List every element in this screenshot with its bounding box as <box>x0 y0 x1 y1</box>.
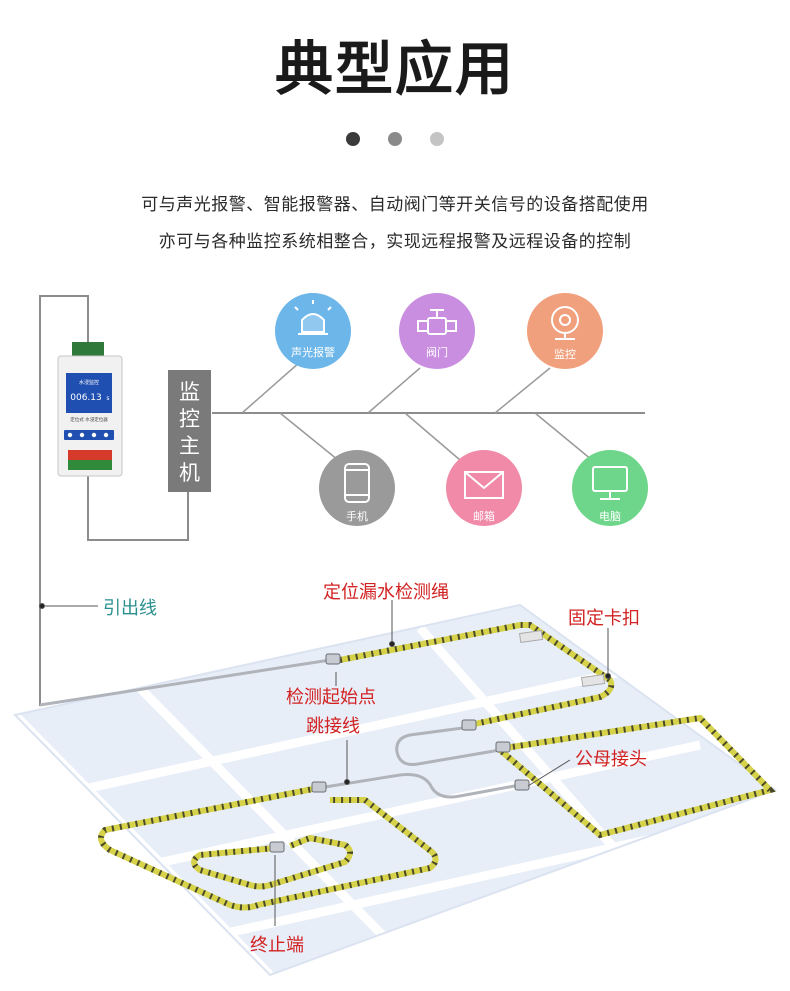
page-title: 典型应用 <box>274 35 515 103</box>
leak-controller-device: 水浸监控 006.13 s 定位式 水浸定位器 <box>57 342 123 477</box>
floor-tiles <box>11 603 778 979</box>
label-sensing-rope: 定位漏水检测绳 <box>323 582 449 603</box>
device-screen <box>66 373 112 413</box>
annotation-leaders <box>39 600 611 926</box>
output-mail: 邮箱 <box>446 450 522 526</box>
host-char-2: 控 <box>179 407 200 431</box>
connector-1 <box>461 719 477 731</box>
label-connector: 公母接头 <box>575 749 647 770</box>
screen-unit: s <box>106 395 109 402</box>
connector-2 <box>495 741 511 753</box>
output-camera: 监控 <box>527 293 603 369</box>
dot-1[interactable] <box>346 132 360 146</box>
screen-value: 006.13 <box>70 393 102 403</box>
output-label-camera: 监控 <box>554 347 576 361</box>
label-jumper: 跳接线 <box>306 716 360 737</box>
rope-connectors <box>269 653 530 853</box>
label-clip: 固定卡扣 <box>568 608 640 629</box>
bottom-terminal-green <box>68 460 112 470</box>
connector-start <box>325 653 341 665</box>
top-terminal-block <box>72 342 104 358</box>
dot-2[interactable] <box>388 132 402 146</box>
screen-line-1: 水浸监控 <box>79 379 99 386</box>
phone-icon <box>344 463 370 503</box>
mail-icon <box>464 471 504 499</box>
jumper-cables <box>39 658 521 799</box>
description-line-1: 可与声光报警、智能报警器、自动阀门等开关信号的设备搭配使用 <box>141 195 649 215</box>
valve-icon <box>417 309 457 335</box>
output-alarm: 声光报警 <box>275 293 351 369</box>
host-char-4: 机 <box>179 461 200 485</box>
camera-icon <box>551 306 579 340</box>
terminal-end <box>269 841 285 853</box>
description-line-2: 亦可与各种监控系统相整合，实现远程报警及远程设备的控制 <box>158 232 632 252</box>
host-char-3: 主 <box>179 434 200 458</box>
computer-icon <box>592 466 628 500</box>
connector-3 <box>311 781 327 793</box>
device-buttons <box>64 430 114 440</box>
label-start-point: 检测起始点 <box>286 687 376 708</box>
host-char-1: 监 <box>179 380 200 404</box>
output-computer: 电脑 <box>572 450 648 526</box>
output-label-phone: 手机 <box>346 509 368 523</box>
output-label-valve: 阀门 <box>426 345 448 359</box>
output-label-alarm: 声光报警 <box>291 345 335 359</box>
fixing-clips <box>518 629 606 688</box>
label-terminal: 终止端 <box>250 935 304 956</box>
monitoring-host: 监 控 主 机 <box>168 370 211 492</box>
carousel-dots <box>0 130 790 148</box>
output-label-computer: 电脑 <box>599 510 621 523</box>
output-label-mail: 邮箱 <box>473 509 495 523</box>
output-phone: 手机 <box>319 450 395 526</box>
annotation-labels: 定位漏水检测绳 固定卡扣 引出线 检测起始点 跳接线 公母接头 终止端 <box>103 582 647 956</box>
connector-4 <box>514 779 530 791</box>
network-branches <box>241 361 593 461</box>
label-lead-wire: 引出线 <box>103 598 157 619</box>
bottom-terminal-red <box>68 450 112 460</box>
alarm-light-icon <box>294 300 332 335</box>
dot-3[interactable] <box>430 132 444 146</box>
sensing-ropes <box>98 622 776 911</box>
screen-line-2: 定位式 水浸定位器 <box>70 416 108 423</box>
output-valve: 阀门 <box>399 293 475 369</box>
